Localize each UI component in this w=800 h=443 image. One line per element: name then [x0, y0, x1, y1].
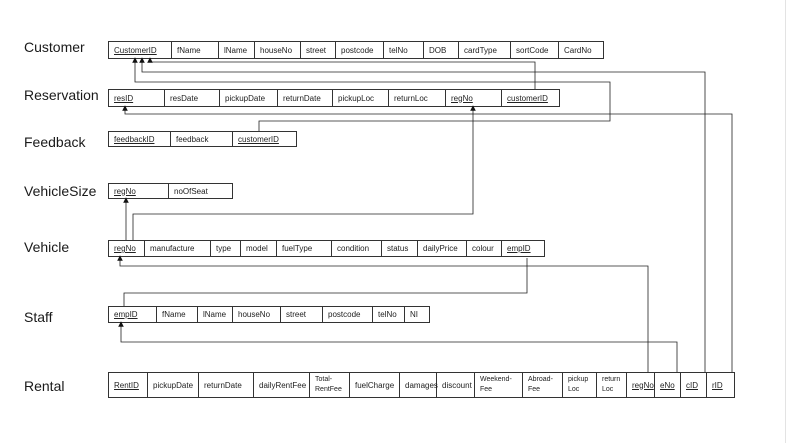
field-vehicle-fueltype: fuelType — [277, 241, 332, 256]
table-label-vehicle: Vehicle — [24, 239, 70, 255]
field-feedback-feedback: feedback — [171, 132, 233, 146]
table-label-staff: Staff — [24, 309, 53, 325]
field-vehicle-model: model — [241, 241, 277, 256]
field-staff-ni: NI — [410, 310, 418, 319]
field-staff-postcode: postcode — [323, 307, 373, 322]
field-reservation-returnloc: returnLoc — [389, 90, 446, 106]
field-customer-postcode: postcode — [336, 42, 384, 58]
field-reservation-resdate: resDate — [165, 90, 220, 106]
table-feedback: feedbackID feedback customerID — [108, 131, 297, 147]
field-customer-dob: DOB — [424, 42, 459, 58]
field-rental-fuelcharge: fuelCharge — [350, 373, 400, 397]
field-customer-street: street — [301, 42, 336, 58]
table-label-vehiclesize: VehicleSize — [24, 183, 97, 199]
table-label-feedback: Feedback — [24, 134, 86, 150]
field-rental-returndate: returnDate — [199, 373, 254, 397]
field-staff-empid: empID — [109, 307, 157, 322]
field-staff-houseno: houseNo — [233, 307, 281, 322]
field-customer-telno: telNo — [384, 42, 424, 58]
field-staff-lname: lName — [198, 307, 233, 322]
field-vehicle-manufacture: manufacture — [145, 241, 211, 256]
fk-vehicle-empid-line — [123, 258, 528, 306]
field-rental-totalrentfee: Total-RentFee — [310, 373, 350, 397]
field-vehicle-type: type — [211, 241, 241, 256]
field-vehicle-status: status — [382, 241, 418, 256]
field-vehicle-empid: empID — [507, 244, 531, 253]
field-customer-lname: lName — [219, 42, 255, 58]
field-customer-customerid: CustomerID — [109, 42, 172, 58]
table-reservation: resID resDate pickupDate returnDate pick… — [108, 89, 560, 107]
field-rental-returnloc: return Loc — [597, 373, 627, 397]
field-vehiclesize-regno: regNo — [109, 184, 169, 198]
fk-rental-eno-line — [118, 321, 678, 372]
field-rental-weekendfee: Weekend-Fee — [475, 373, 523, 397]
field-customer-fname: fName — [172, 42, 219, 58]
field-vehicle-condition: condition — [332, 241, 382, 256]
field-staff-fname: fName — [157, 307, 198, 322]
field-rental-dailyrentfee: dailyRentFee — [254, 373, 310, 397]
field-rental-abroadfee: Abroad-Fee — [523, 373, 563, 397]
field-vehicle-regno: regNo — [109, 241, 145, 256]
table-staff: empID fName lName houseNo street postcod… — [108, 306, 430, 323]
field-reservation-regno: regNo — [446, 90, 502, 106]
fk-reservation-customerid-line — [147, 57, 536, 89]
table-vehicle: regNo manufacture type model fuelType co… — [108, 240, 545, 257]
field-rental-eno: eNo — [655, 373, 681, 397]
field-reservation-pickuploc: pickupLoc — [333, 90, 389, 106]
field-feedback-feedbackid: feedbackID — [109, 132, 171, 146]
table-rental: RentID pickupDate returnDate dailyRentFe… — [108, 372, 735, 398]
field-rental-damages: damages — [400, 373, 438, 397]
field-reservation-pickupdate: pickupDate — [220, 90, 278, 106]
field-customer-sortcode: sortCode — [511, 42, 559, 58]
fk-reservation-regno-line — [132, 105, 476, 240]
table-label-customer: Customer — [24, 39, 85, 55]
field-reservation-resid: resID — [109, 90, 165, 106]
field-customer-houseno: houseNo — [255, 42, 301, 58]
field-customer-cardtype: cardType — [459, 42, 511, 58]
field-feedback-customerid: customerID — [238, 134, 279, 144]
table-label-reservation: Reservation — [24, 87, 99, 103]
field-staff-street: street — [281, 307, 323, 322]
field-reservation-customerid: customerID — [507, 93, 548, 103]
field-rental-discount: discount — [437, 373, 475, 397]
table-vehiclesize: regNo noOfSeat — [108, 183, 233, 199]
field-rental-rid: rID — [712, 380, 723, 390]
field-rental-pickupdate: pickupDate — [148, 373, 199, 397]
field-reservation-returndate: returnDate — [278, 90, 333, 106]
field-rental-cid: cID — [681, 373, 707, 397]
field-rental-regno: regNo — [627, 373, 655, 397]
field-rental-pickuploc: pickup Loc — [563, 373, 597, 397]
table-label-rental: Rental — [24, 378, 65, 394]
table-customer: CustomerID fName lName houseNo street po… — [108, 41, 604, 59]
page-edge-line — [785, 0, 786, 443]
field-vehicle-colour: colour — [467, 241, 502, 256]
field-vehicle-dailyprice: dailyPrice — [418, 241, 467, 256]
field-vehiclesize-noofseat: noOfSeat — [174, 186, 208, 196]
field-customer-cardno: CardNo — [564, 45, 592, 55]
field-staff-telno: telNo — [373, 307, 405, 322]
field-rental-rentid: RentID — [109, 373, 148, 397]
